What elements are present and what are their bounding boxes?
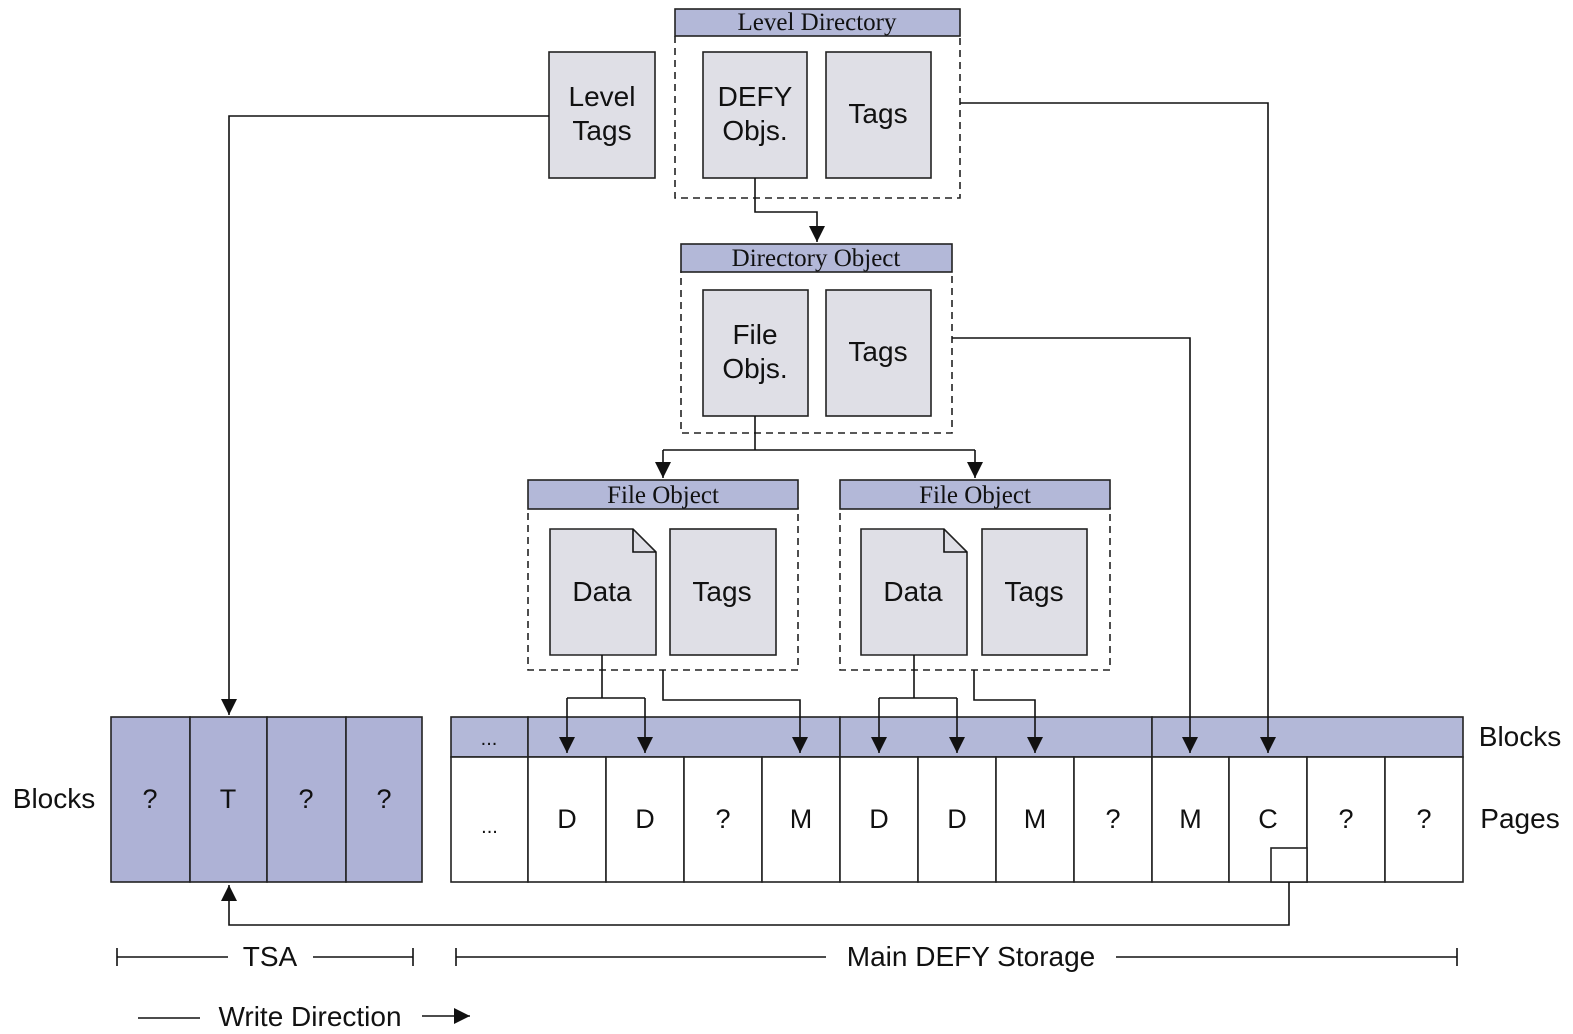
file-objs-box [702, 289, 809, 417]
file-object-1-tags-box [669, 528, 777, 656]
main-blocks-label: Blocks [1479, 721, 1561, 752]
page-cell [761, 756, 841, 883]
tsa-block-2-label: T [220, 784, 237, 814]
file-object-1: File Object Data Tags [527, 479, 799, 671]
level-directory-title: Level Directory [738, 9, 897, 36]
page-cell [1151, 756, 1230, 883]
level-directory-tags-label: Tags [848, 98, 907, 129]
page-cell [995, 756, 1075, 883]
tsa-block-4 [345, 716, 423, 883]
span-markers: TSA Main DEFY Storage [116, 941, 1458, 972]
file-objs-line2: Objs. [722, 353, 787, 384]
arrow-fo2-tags-to-page-m [973, 670, 1043, 753]
main-span-right [1116, 948, 1458, 966]
block-band-3 [1151, 716, 1464, 758]
arrow-checkpoint-to-tsa [221, 882, 1290, 926]
page-cell-label: D [635, 804, 655, 834]
file-object-2-tags-box [981, 528, 1088, 656]
tsa-span-label: TSA [243, 941, 298, 972]
connectors [221, 102, 1290, 926]
tsa-block-1 [110, 716, 191, 883]
tsa-span-right [313, 948, 414, 966]
arrow-directory-tags-to-block [952, 337, 1198, 753]
tsa-blocks: Blocks ? T ? ? [13, 716, 423, 883]
arrow-level-tags-to-tsa [221, 115, 549, 715]
page-cell-label: M [1179, 804, 1202, 834]
page-cell-label: C [1258, 804, 1278, 834]
file-object-1-data-doc-icon [549, 528, 657, 656]
block-band-0 [450, 716, 529, 758]
file-object-2-data-label: Data [883, 576, 943, 607]
main-pages-label: Pages [1480, 803, 1559, 834]
file-object-1-header [527, 479, 799, 510]
file-object-2-header [839, 479, 1111, 510]
page-cell-label: ... [481, 816, 498, 838]
page-cell-label: ? [1105, 804, 1120, 834]
write-direction-label: Write Direction [218, 1001, 401, 1032]
page-cell [527, 756, 607, 883]
level-directory-header [674, 8, 961, 37]
file-object-2-data-doc-fold [943, 529, 967, 553]
directory-object-tags-label: Tags [848, 336, 907, 367]
page-cell-label: ? [1416, 804, 1431, 834]
main-span-left [455, 948, 826, 966]
page-cell-label: ? [715, 804, 730, 834]
arrow-defy-objs-to-directory [754, 178, 825, 242]
write-direction-legend: Write Direction [138, 1001, 470, 1032]
directory-object-tags-box [825, 289, 932, 417]
directory-object-title: Directory Object [732, 245, 901, 272]
file-object-1-data-doc-fold [632, 529, 656, 553]
file-object-2-tags-label: Tags [1004, 576, 1063, 607]
page-cell [683, 756, 763, 883]
level-tags-box [548, 51, 656, 179]
arrow-fo1-tags-to-page-m [662, 670, 808, 753]
directory-object: Directory Object File Objs. Tags [680, 243, 953, 434]
block-band-ellipsis: ... [481, 728, 498, 750]
level-directory-container [674, 34, 961, 199]
page-cell-label: ? [1338, 804, 1353, 834]
tsa-block-2 [189, 716, 268, 883]
main-span-label: Main DEFY Storage [847, 941, 1096, 972]
file-objs-line1: File [732, 319, 777, 350]
tsa-block-4-label: ? [376, 784, 391, 814]
file-object-2-data-doc-icon [860, 528, 968, 656]
defy-objs-line2: Objs. [722, 115, 787, 146]
c-page-pointer-square [1270, 847, 1308, 883]
file-object-1-tags-label: Tags [692, 576, 751, 607]
page-cell [839, 756, 919, 883]
tsa-block-3 [266, 716, 347, 883]
tsa-blocks-label: Blocks [13, 783, 95, 814]
defy-objs-box [702, 51, 808, 179]
page-cell-label: D [869, 804, 889, 834]
file-object-1-data-label: Data [572, 576, 632, 607]
tsa-span-left [116, 948, 228, 966]
level-directory: Level Directory DEFY Objs. Tags [674, 8, 961, 199]
tsa-block-3-label: ? [298, 784, 313, 814]
file-object-2: File Object Data Tags [839, 479, 1111, 671]
page-cells: ... D D? M D D M? M C?? [450, 756, 1464, 883]
tsa-block-1-label: ? [142, 784, 157, 814]
page-cell-label: D [947, 804, 967, 834]
level-directory-tags-box [825, 51, 932, 179]
page-cell-label: M [1024, 804, 1047, 834]
page-cell [450, 756, 529, 883]
defy-objs-line1: DEFY [718, 81, 793, 112]
block-band-1 [527, 716, 841, 758]
page-cell [1384, 756, 1464, 883]
block-band-2 [839, 716, 1153, 758]
file-object-2-title: File Object [919, 482, 1031, 509]
page-cell-label: D [557, 804, 577, 834]
level-tags-line2: Tags [572, 115, 631, 146]
main-storage: ... ... D D? M D D M? M C?? Blocks Pages [450, 716, 1561, 883]
page-cell-label: M [790, 804, 813, 834]
level-tags-line1: Level [569, 81, 636, 112]
file-object-1-title: File Object [607, 482, 719, 509]
arrow-level-directory-tags-to-block [960, 102, 1276, 753]
level-tags: Level Tags [548, 51, 656, 179]
directory-object-header [680, 243, 953, 273]
